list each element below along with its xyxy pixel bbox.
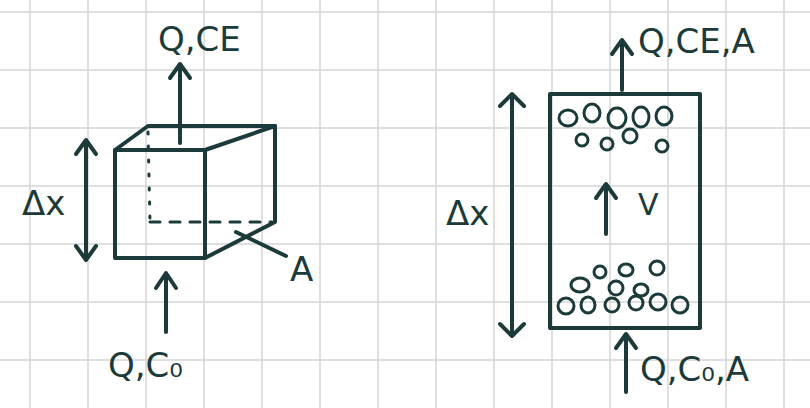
- grid-line: [145, 0, 147, 408]
- flow-label: Q,C₀,A: [640, 352, 749, 386]
- flow-label: Q,CE,A: [638, 24, 755, 58]
- grid-line: [0, 11, 810, 13]
- grid-line: [0, 243, 810, 245]
- packing-particles: [558, 104, 688, 314]
- grid-line: [377, 0, 379, 408]
- grid-line: [609, 0, 611, 408]
- grid-line: [0, 185, 810, 187]
- area-label: A: [290, 252, 313, 286]
- packed-column: V: [548, 92, 702, 330]
- dimension-label: Δx: [446, 196, 489, 230]
- grid-line: [783, 0, 785, 408]
- velocity-label: V: [638, 190, 659, 220]
- grid-line: [0, 69, 810, 71]
- grid-line: [0, 127, 810, 129]
- grid-line: [493, 0, 495, 408]
- grid-line: [725, 0, 727, 408]
- flow-label: Q,C₀: [108, 348, 183, 382]
- grid-line: [319, 0, 321, 408]
- grid-line: [435, 0, 437, 408]
- flow-label: Q,CE: [158, 22, 241, 56]
- dimension-label: Δx: [22, 186, 65, 220]
- flow-arrow: [156, 64, 190, 332]
- dimension-arrow: [76, 140, 96, 260]
- leader-line: [236, 232, 286, 256]
- grid-line: [261, 0, 263, 408]
- velocity-arrow: [596, 184, 616, 234]
- dimension-arrow: [500, 94, 524, 336]
- grid-line: [667, 0, 669, 408]
